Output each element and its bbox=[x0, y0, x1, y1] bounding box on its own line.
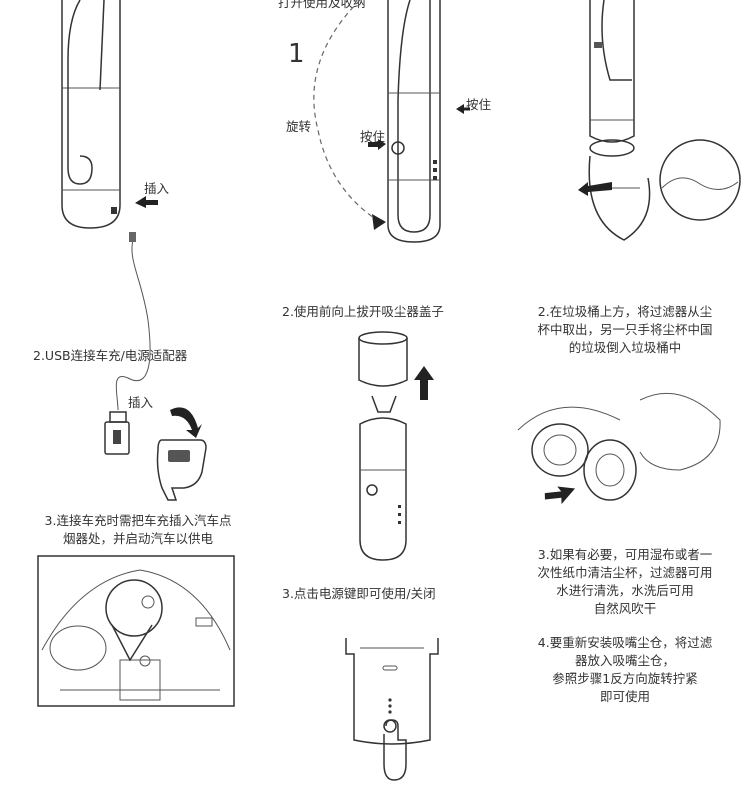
vacuum-rotate-illustration bbox=[313, 0, 470, 243]
top-cut-label: 打开使用及收纳 bbox=[278, 0, 366, 10]
insert-label-usb: 插入 bbox=[144, 181, 170, 196]
left-step3-line2: 烟器处，并启动汽车以供电 bbox=[62, 531, 213, 546]
insert-arrow-usb bbox=[135, 196, 158, 208]
right-step3-line3: 水进行清洗，水洗后可用 bbox=[556, 583, 694, 598]
right-step4-line4: 即可使用 bbox=[599, 689, 650, 704]
right-step4-line1: 4.要重新安装吸嘴尘仓，将过滤 bbox=[537, 635, 713, 650]
insert-label-car: 插入 bbox=[128, 395, 154, 410]
middle-step2-caption: 2.使用前向上拔开吸尘器盖子 bbox=[282, 304, 444, 319]
vacuum-charging-illustration bbox=[61, 0, 151, 455]
right-step4-line3: 参照步骤1反方向旋转拧紧 bbox=[552, 671, 698, 686]
rotate-label: 旋转 bbox=[286, 119, 312, 134]
left-step3-line1: 3.连接车充时需把车充插入汽车点 bbox=[44, 513, 232, 528]
car-interior-illustration bbox=[37, 555, 235, 707]
car-charger-illustration bbox=[156, 407, 207, 501]
right-step3-line4: 自然风吹干 bbox=[593, 601, 657, 616]
left-step2-caption: 2.USB连接车充/电源适配器 bbox=[33, 348, 188, 363]
right-step2-line3: 的垃圾倒入垃圾桶中 bbox=[568, 340, 682, 355]
step-number: 1 bbox=[288, 39, 305, 69]
right-step2-line2: 杯中取出，另一只手将尘杯中国 bbox=[537, 322, 713, 337]
middle-step3-caption: 3.点击电源键即可使用/关闭 bbox=[282, 586, 436, 601]
filter-cleaning-illustration bbox=[517, 392, 721, 505]
right-step3-line2: 次性纸巾清洁尘杯，过滤器可用 bbox=[537, 565, 713, 580]
power-button-illustration bbox=[345, 638, 439, 781]
vacuum-filter-illustration bbox=[578, 0, 741, 241]
vacuum-cap-illustration bbox=[358, 331, 434, 561]
right-step4-line2: 器放入吸嘴尘仓， bbox=[574, 653, 675, 668]
right-step3-line1: 3.如果有必要，可用湿布或者一 bbox=[537, 547, 713, 562]
right-step2-line1: 2.在垃圾桶上方，将过滤器从尘 bbox=[537, 304, 713, 319]
press-hold-label-right: 按住 bbox=[466, 97, 492, 112]
